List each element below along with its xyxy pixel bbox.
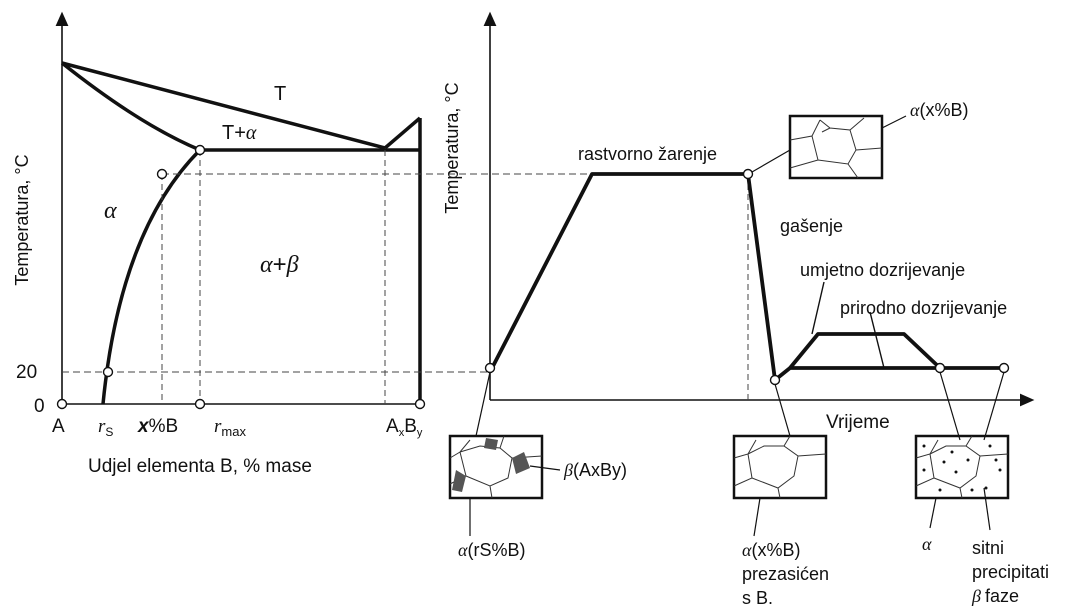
microstructure-start: β(AxBy) α(rS%B) <box>448 371 627 560</box>
microstructure-top: α(x%B) <box>751 100 968 180</box>
tick-xpercentB: x%B <box>137 416 178 437</box>
tick-0: 0 <box>34 396 45 417</box>
treatment-curve <box>488 172 1004 382</box>
artificial-aging-pointer <box>811 281 825 335</box>
marker-point <box>102 366 114 378</box>
marker-point <box>934 362 946 374</box>
label-alpha: α <box>104 198 117 224</box>
phase-y-axis-title: Temperatura, °C <box>12 154 32 285</box>
tick-rs: rS <box>98 416 113 439</box>
natural-aging-pointer <box>869 311 885 369</box>
time-y-axis-title: Temperatura, °C <box>442 82 462 213</box>
svg-text:α(x%B): α(x%B) <box>742 540 800 560</box>
svg-text:prezasićen: prezasićen <box>742 564 829 584</box>
marker-point <box>484 362 496 374</box>
svg-text:β(AxBy): β(AxBy) <box>563 460 627 480</box>
label-solution-annealing: rastvorno žarenje <box>578 144 717 164</box>
tick-rmax: rmax <box>214 416 246 439</box>
label-T: T <box>274 83 286 105</box>
marker-point <box>742 168 754 180</box>
label-artificial-aging: umjetno dozrijevanje <box>800 260 965 280</box>
heat-treatment-chart: Temperatura, °C Vrijeme rastvorno žarenj… <box>442 11 1049 608</box>
svg-text:s B.: s B. <box>742 588 773 608</box>
phase-diagram: Temperatura, °C Udjel elementa B, % mase… <box>12 11 748 477</box>
time-x-axis-title: Vrijeme <box>826 412 890 433</box>
phase-x-axis-title: Udjel elementa B, % mase <box>88 456 312 477</box>
svg-text:α(x%B): α(x%B) <box>910 100 968 120</box>
marker-point <box>156 168 168 180</box>
tick-20: 20 <box>16 362 37 383</box>
svg-text:precipitati: precipitati <box>972 562 1049 582</box>
solidus-curve <box>60 61 201 152</box>
label-alpha-plus-beta: α+β <box>260 251 299 278</box>
artificial-aging-curve <box>788 332 942 370</box>
svg-text:α: α <box>922 534 932 554</box>
svg-text:α(rS%B): α(rS%B) <box>458 540 525 560</box>
marker-point <box>414 398 426 410</box>
tick-AxBy: AxBy <box>386 416 423 439</box>
marker-point <box>56 398 68 410</box>
marker-point <box>769 374 781 386</box>
tick-A: A <box>52 416 65 437</box>
label-T-plus-alpha: T+α <box>222 122 257 144</box>
label-quenching: gašenje <box>780 216 843 236</box>
solvus-curve <box>101 148 202 405</box>
marker-point <box>194 144 206 156</box>
marker-point <box>194 398 206 410</box>
marker-point <box>998 362 1010 374</box>
liquidus-right <box>383 116 422 150</box>
microstructure-quenched: α(x%B) prezasićen s B. <box>732 383 829 608</box>
liquidus-line <box>61 61 386 150</box>
label-natural-aging: prirodno dozrijevanje <box>840 298 1007 318</box>
svg-text:sitni: sitni <box>972 538 1004 558</box>
